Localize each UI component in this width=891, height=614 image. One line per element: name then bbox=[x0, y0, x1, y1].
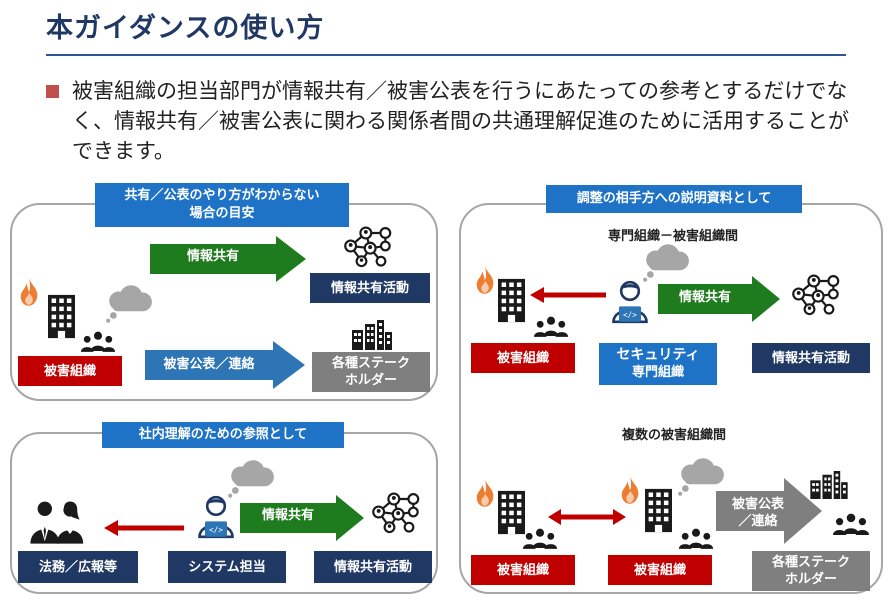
people-icon bbox=[533, 316, 569, 338]
mutual-arrow bbox=[548, 509, 626, 525]
city-icon bbox=[351, 320, 393, 350]
system-staff-box: システム担当 bbox=[168, 551, 286, 583]
building-icon bbox=[498, 490, 525, 535]
title-rule bbox=[46, 54, 846, 56]
engineer-icon bbox=[610, 280, 650, 324]
share-arrow-label: 情報共有 bbox=[678, 290, 731, 305]
publish-arrow-line2: ／連絡 bbox=[738, 514, 778, 529]
share-arrow bbox=[240, 495, 364, 541]
victim-org-box-b: 被害組織 bbox=[608, 555, 712, 585]
building-icon bbox=[498, 278, 525, 323]
subheading-expert-victim: 専門組織－被害組織間 bbox=[608, 229, 739, 244]
city-icon bbox=[810, 471, 848, 499]
victim-org-box: 被害組織 bbox=[18, 356, 122, 386]
stakeholders-line1: 各種ステーク bbox=[331, 356, 410, 371]
victim-org-box: 被害組織 bbox=[471, 343, 575, 373]
cloud-icon bbox=[226, 460, 276, 498]
bullet-text: 被害組織の担当部門が情報共有／被害公表を行うにあたっての参考とするだけでなく、情… bbox=[72, 79, 849, 163]
stakeholders-box: 各種ステーク ホルダー bbox=[752, 551, 870, 591]
cloud-icon bbox=[104, 285, 154, 323]
share-arrow-label: 情報共有 bbox=[186, 249, 239, 264]
share-arrow bbox=[658, 276, 780, 322]
people-icon bbox=[80, 331, 116, 353]
network-icon bbox=[342, 224, 394, 268]
building-icon bbox=[48, 294, 75, 339]
panel-label-explanation: 調整の相手方への説明資料として bbox=[546, 185, 802, 213]
fire-icon bbox=[474, 265, 496, 295]
panel-label-internal-reference: 社内理解のための参照として bbox=[102, 422, 344, 448]
publish-arrow bbox=[716, 478, 822, 544]
page-title: 本ガイダンスの使い方 bbox=[46, 13, 325, 44]
fire-icon bbox=[18, 277, 40, 307]
publish-arrow-label: 被害公表 ／連絡 bbox=[716, 496, 800, 530]
subheading-multi-victim: 複数の被害組織間 bbox=[622, 428, 727, 443]
fire-icon bbox=[619, 475, 641, 505]
publish-arrow-line1: 被害公表 bbox=[731, 497, 784, 512]
stakeholders-line2: ホルダー bbox=[784, 572, 837, 587]
fire-icon bbox=[474, 478, 496, 508]
legal-pr-box: 法務／広報等 bbox=[18, 551, 138, 583]
reverse-arrow bbox=[104, 520, 184, 536]
share-activity-box: 情報共有活動 bbox=[310, 273, 430, 303]
publish-arrow-label: 被害公表／連絡 bbox=[163, 357, 255, 372]
share-activity-box: 情報共有活動 bbox=[752, 343, 870, 373]
business-people-icon bbox=[28, 500, 88, 544]
engineer-icon bbox=[196, 495, 236, 539]
share-arrow bbox=[150, 236, 306, 282]
building-icon bbox=[645, 488, 672, 533]
security-line1: セキュリティ bbox=[616, 347, 700, 363]
share-activity-box: 情報共有活動 bbox=[314, 551, 432, 583]
security-line2: 専門組織 bbox=[631, 365, 684, 380]
stakeholders-line2: ホルダー bbox=[344, 373, 397, 388]
publish-arrow bbox=[145, 341, 305, 389]
stakeholders-line1: 各種ステーク bbox=[771, 555, 850, 570]
bullet-marker bbox=[46, 85, 59, 98]
network-icon bbox=[370, 490, 422, 534]
people-icon bbox=[522, 528, 558, 550]
panel-label-line2: 場合の目安 bbox=[189, 206, 255, 221]
victim-org-box-a: 被害組織 bbox=[471, 555, 575, 585]
share-arrow-label: 情報共有 bbox=[261, 508, 314, 523]
network-icon bbox=[790, 272, 842, 316]
panel-label-unknown-method: 共有／公表のやり方がわからない 場合の目安 bbox=[95, 183, 349, 227]
panel-label-line1: 共有／公表のやり方がわからない bbox=[124, 188, 320, 203]
stakeholders-box: 各種ステーク ホルダー bbox=[312, 352, 430, 392]
people-icon bbox=[832, 513, 870, 536]
reverse-arrow bbox=[530, 287, 606, 303]
security-expert-box: セキュリティ 専門組織 bbox=[599, 343, 717, 385]
people-icon bbox=[678, 528, 714, 550]
